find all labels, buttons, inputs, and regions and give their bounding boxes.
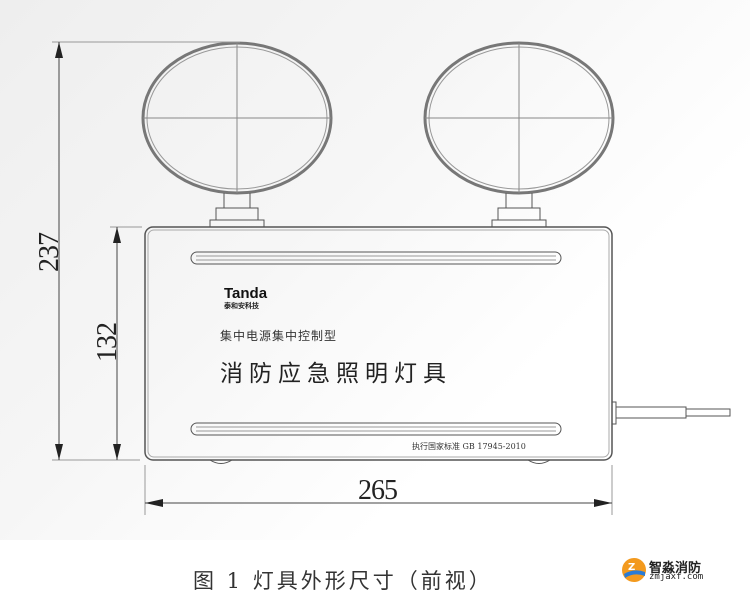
watermark-url: zmjaxf.com bbox=[649, 572, 704, 582]
power-cable bbox=[611, 401, 731, 425]
brand-chinese-name: 泰和安科技 bbox=[224, 302, 259, 310]
dimension-total-height: 237 bbox=[34, 233, 65, 272]
left-lamp-head bbox=[141, 41, 333, 228]
watermark-name: 智淼消防 bbox=[649, 561, 702, 576]
lamp-body bbox=[144, 226, 613, 464]
dimension-width: 265 bbox=[358, 475, 398, 506]
svg-text:Z: Z bbox=[628, 562, 635, 573]
product-title: 消防应急照明灯具 bbox=[220, 361, 452, 387]
dimension-lines bbox=[52, 41, 613, 515]
background bbox=[0, 0, 750, 540]
watermark-logo-icon: Z bbox=[622, 558, 646, 582]
product-subtitle: 集中电源集中控制型 bbox=[220, 329, 338, 343]
dimension-body-height: 132 bbox=[92, 323, 123, 362]
right-lamp-head bbox=[423, 41, 615, 228]
lamp-front-view-drawing bbox=[52, 41, 731, 515]
standard-label: 执行国家标准 GB 17945-2010 bbox=[412, 442, 526, 451]
figure-caption: 图 1 灯具外形尺寸（前视） bbox=[193, 569, 493, 593]
brand-logo: Tanda bbox=[224, 285, 268, 302]
